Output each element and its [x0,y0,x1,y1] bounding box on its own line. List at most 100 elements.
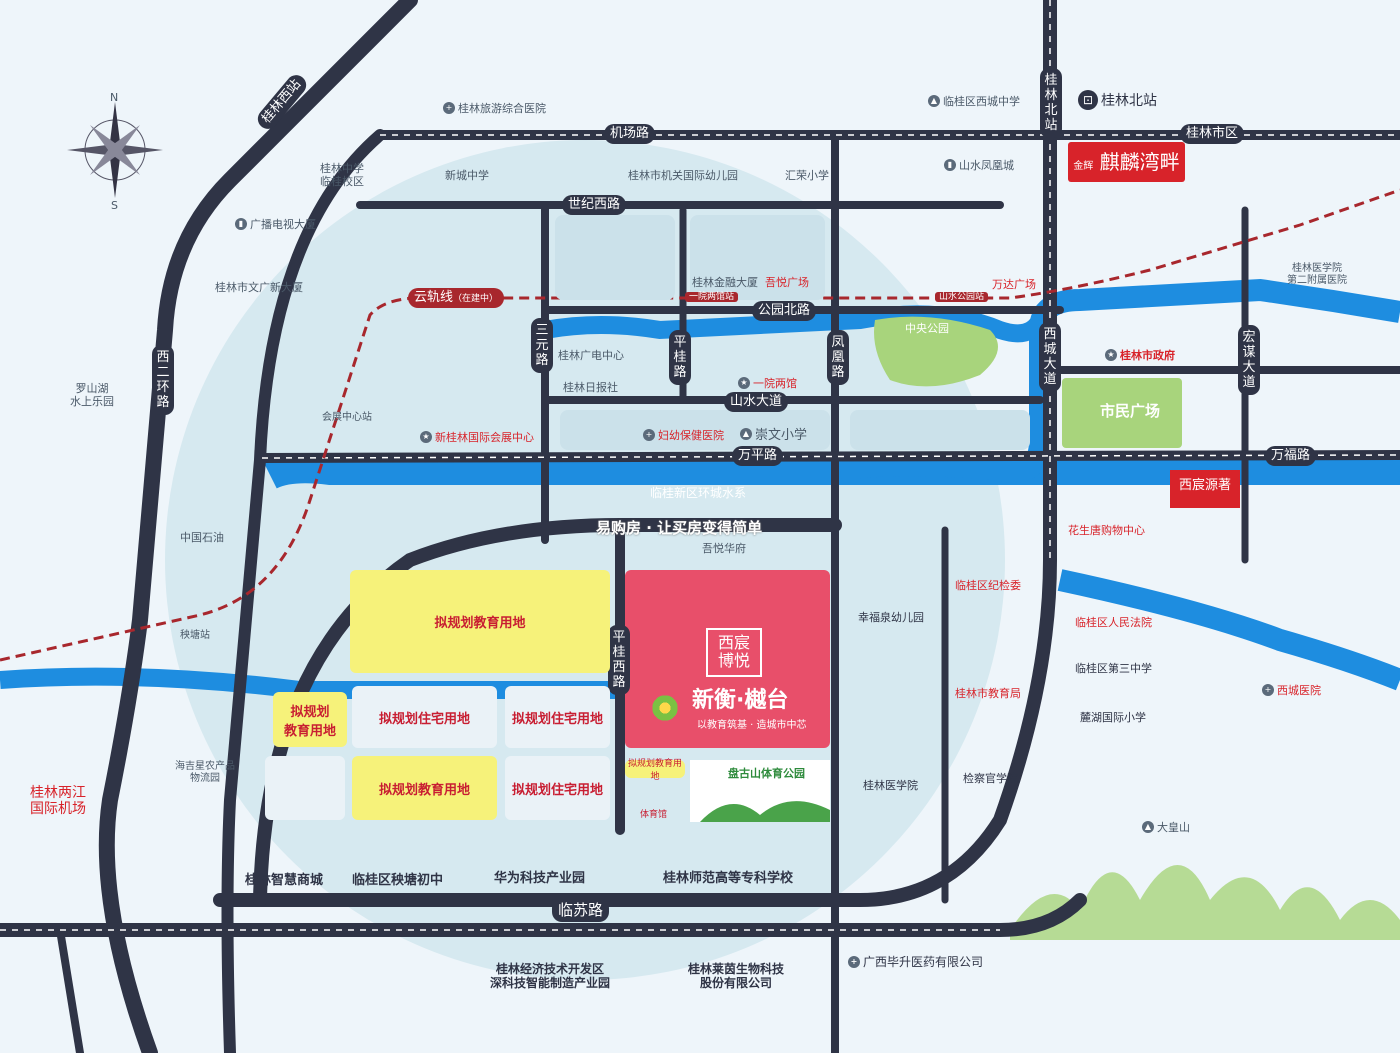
station-yiyuan: 一院两馆站 [685,292,739,303]
poi-no3-middle: 临桂区第三中学 [1075,662,1152,675]
poi-label: 一院两馆 [753,377,797,390]
north-station-label: 桂林北站 [1101,93,1157,109]
poi-citizen-square: 市民广场 [1100,402,1161,420]
poi-wanda: 万达广场 [992,278,1036,291]
poi-edu-bureau: 桂林市教育局 [955,687,1021,700]
plot-edu-small: 拟规划教育用地 [625,759,685,782]
poi-xingfuquan: 幸福泉幼儿园 [858,611,924,624]
poi-normal-college: 桂林师范高等专科学校 [663,871,794,886]
road-label-park-north: 公园北路 [752,301,817,321]
poi-label: 妇幼保健医院 [658,429,724,442]
poi-shanshui-fenghuang: ▮山水凤凰城 [944,157,1014,173]
road-label-airport: 机场路 [604,124,656,144]
watermark: 易购房 · 让买房变得简单 [596,519,763,537]
school-icon: ▲ [928,95,940,107]
poi-huawei: 华为科技产业园 [494,871,586,886]
poi-label: 桂林旅游综合医院 [458,102,546,115]
poi-label: 大皇山 [1157,821,1190,834]
hospital-icon: + [848,955,860,968]
river-ring [263,453,1400,489]
ad-qilin: 金辉 麒麟湾畔 [1068,142,1185,182]
project-logo-burst [645,688,685,728]
river-north [543,305,1049,343]
poi-procurator: 检察官学院 [963,772,1018,785]
star-icon: ★ [738,377,750,389]
poi-haiji: 海吉星农产品 物流园 [175,761,235,784]
poi-expo: ★新桂林国际会展中心 [420,429,534,445]
poi-huasheng: 花生唐购物中心 [1068,524,1145,537]
sports-park-hills [700,801,830,822]
road-label-century-west: 世纪西路 [562,195,627,215]
plot-blank [265,756,345,820]
ad-qilin-badge: 金辉 [1073,161,1094,172]
station-shanshui: 山水公园站 [935,292,989,303]
road-label-west-ring: 西二环路 [152,345,174,415]
poi-financial: 桂林金融大厦 [692,276,758,289]
stadium-label: 体育馆 [640,810,668,820]
road-label-wanfu: 万福路 [1265,446,1317,466]
poi-sinopec: 中国石油 [180,531,224,544]
poi-label: 桂林市政府 [1120,349,1175,362]
blocks [555,215,1030,450]
poi-huirong: 汇荣小学 [785,169,829,182]
road-label-pinggui: 平桂路 [669,330,691,385]
metro-note: （在建中） [453,294,499,304]
compass-south: S [111,199,118,212]
poi-culture: 桂林市文广新大厦 [215,281,303,294]
poi-label: 山水凤凰城 [959,159,1014,172]
poi-xincheng-middle: 新城中学 [445,169,489,182]
road-label-linsu: 临苏路 [552,898,610,922]
mountain-icon: ▲ [1142,821,1154,833]
poi-radio: 桂林广电中心 [558,349,624,362]
poi-people-court: 临桂区人民法院 [1075,616,1152,629]
poi-tv-tower: ▮广播电视大厦 [235,216,316,232]
poi-chongwen: ▲崇文小学 [740,424,807,443]
poi-city-gov: ★桂林市政府 [1105,347,1175,363]
compass-rose [67,102,163,198]
ad-xichen: 西宸源著 [1170,470,1240,508]
station-huizhan: 会展中心站 [322,412,372,423]
poi-kindergarten: 桂林市机关国际幼儿园 [628,169,738,182]
river-south [0,667,640,699]
poi-yiyuan: ★一院两馆 [738,375,797,391]
project-brand: 新衡·樾台 [692,688,789,713]
poi-maternal: +妇幼保健医院 [643,427,724,443]
poi-guilin-middle: 桂林中学 临桂校区 [320,162,364,188]
poi-daily: 桂林日报社 [563,381,618,394]
poi-jijian: 临桂区纪检委 [955,579,1021,592]
poi-econ-zone: 桂林经济技术开发区 深科技智能制造产业园 [490,962,611,990]
poi-wuyue: 吾悦广场 [765,276,809,289]
metro-badge: 云轨线（在建中） [408,288,505,308]
poi-central-park: 中央公园 [905,322,949,335]
road-label-hongmou: 宏谋大道 [1238,325,1260,395]
hills [1010,865,1400,940]
poi-yangtang-middle: 临桂区秧塘初中 [352,873,444,888]
road-label-wanping: 万平路 [732,446,784,466]
star-icon: ★ [1105,349,1117,361]
hospital-icon: + [1262,684,1274,696]
train-icon: ⊡ [1078,90,1098,110]
plot-res-3: 拟规划住宅用地 [505,756,610,820]
poi-label: 崇文小学 [755,428,808,443]
plot-edu-1: 拟规划教育用地 [350,570,610,673]
building-icon: ▮ [235,218,247,230]
poi-airport: 桂林两江 国际机场 [30,785,86,818]
hospital-icon: + [643,429,655,441]
poi-med-school: 桂林医学院 [863,779,918,792]
central-park-area [874,316,998,387]
plot-res-1: 拟规划住宅用地 [352,686,497,748]
road-label-guilin-north: 桂林北站 [1040,68,1062,138]
project-logo: 西宸博悦 [706,628,762,677]
poi-tourism-hospital: +桂林旅游综合医院 [443,100,546,116]
road-label-xicheng: 西城大道 [1039,322,1061,392]
poi-luhu: 麓湖国际小学 [1080,711,1146,724]
poi-label: 西城医院 [1277,684,1321,697]
poi-dahuangshan: ▲大皇山 [1142,819,1190,835]
project-name-above: 吾悦华府 [702,542,746,555]
poi-smart-city: 桂林智慧商城 [245,873,324,888]
compass-north: N [110,91,119,104]
hospital-icon: + [443,102,455,114]
poi-bio: 桂林莱茵生物科技 股份有限公司 [688,962,785,990]
poi-pharma: +广西毕升医药有限公司 [848,953,983,970]
